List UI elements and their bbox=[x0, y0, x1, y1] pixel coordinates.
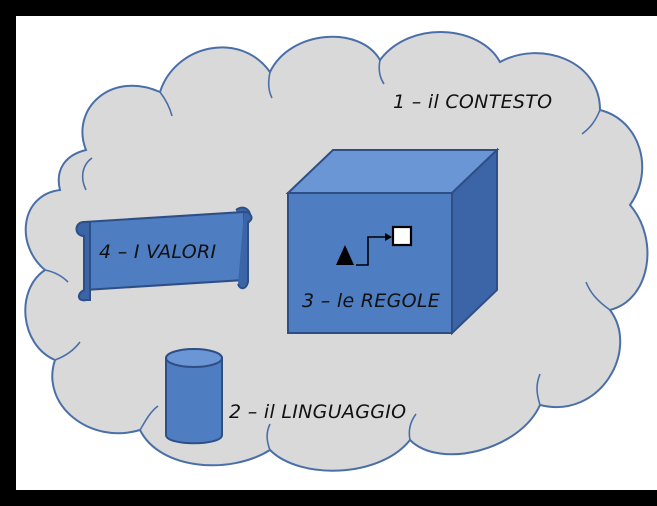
label-linguaggio: 2 – il LINGUAGGIO bbox=[229, 401, 406, 423]
rule-transform-icon bbox=[336, 225, 413, 266]
rules-cube bbox=[285, 147, 500, 336]
arrow-icon bbox=[356, 236, 385, 266]
language-cylinder bbox=[165, 348, 223, 445]
values-scroll bbox=[75, 206, 253, 302]
label-valori: 4 – I VALORI bbox=[99, 241, 216, 263]
square-icon bbox=[391, 225, 413, 247]
label-regole: 3 – le REGOLE bbox=[302, 290, 440, 312]
triangle-icon bbox=[336, 245, 354, 265]
arrow-head-icon bbox=[385, 233, 392, 241]
label-contesto: 1 – il CONTESTO bbox=[393, 91, 552, 113]
